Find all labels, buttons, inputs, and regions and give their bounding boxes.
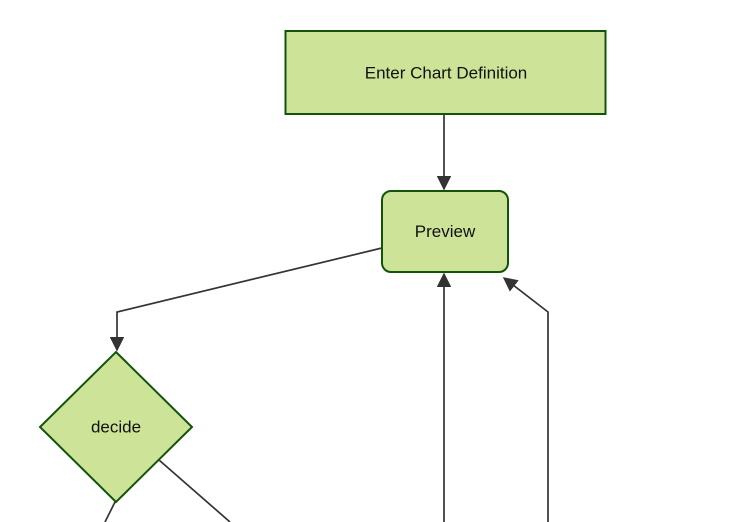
edge-decide-to-offscreen-bottom [104,499,117,522]
edge-preview-to-decide [109,247,383,352]
node-enter-chart-definition: Enter Chart Definition [284,30,607,115]
node-enter-chart-definition-shape [284,30,607,115]
node-preview-label: Preview [415,222,476,241]
edge-bottom-right-to-preview [502,277,549,522]
node-preview: Preview [381,190,509,273]
node-decide: decide [38,350,194,504]
node-decide-shape [38,350,194,504]
node-preview-shape [381,190,509,273]
edges-layer [104,114,549,522]
edge-decide-to-offscreen-bottom-right [158,459,231,522]
node-enter-chart-definition-label: Enter Chart Definition [365,64,528,83]
node-decide-label: decide [91,418,141,437]
